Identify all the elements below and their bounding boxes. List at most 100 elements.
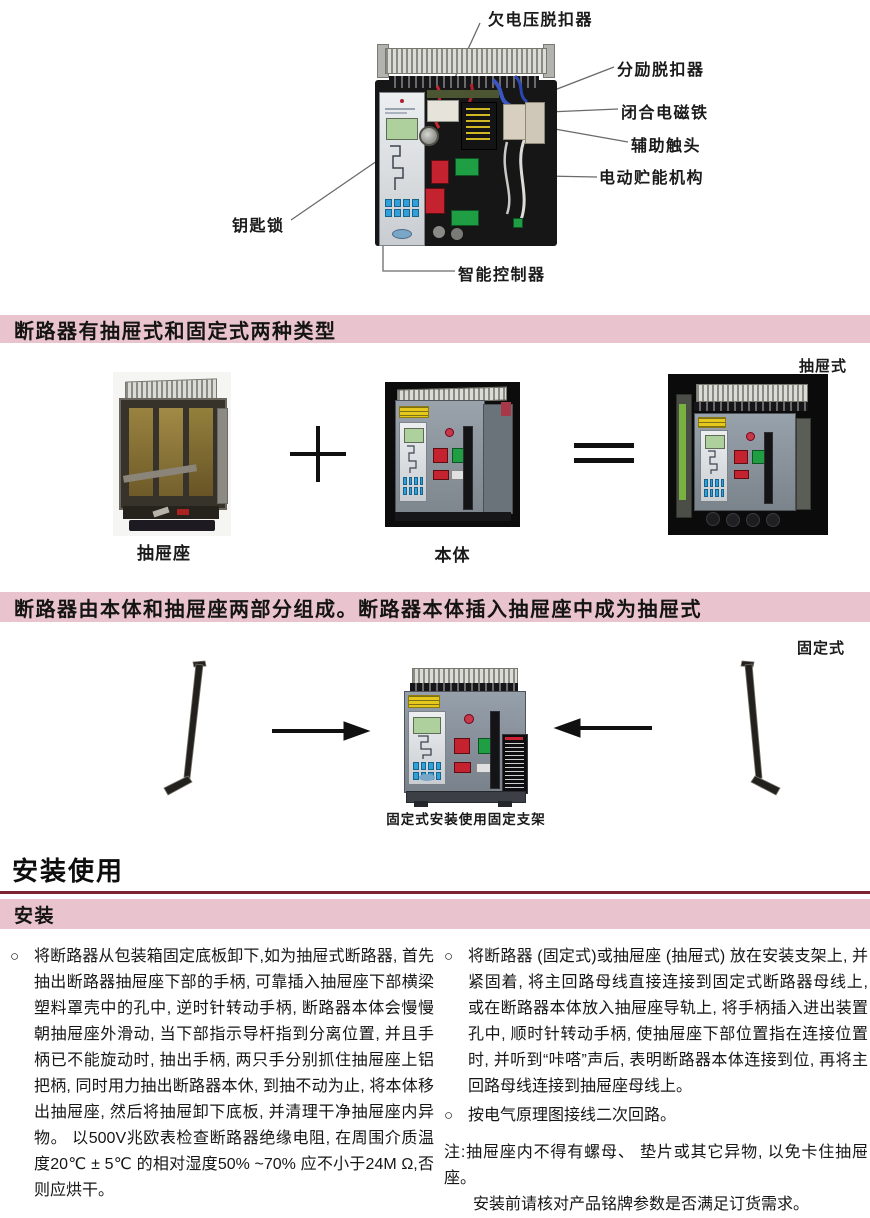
body-red-corner: [501, 402, 511, 416]
note-prefix: 注:: [444, 1144, 466, 1161]
body-controller-panel: [399, 422, 427, 502]
green-component: [455, 158, 479, 176]
fixed-caption: 固定式安装使用固定支架: [386, 812, 546, 827]
olive-bar: [427, 90, 499, 98]
section-divider: [0, 891, 870, 894]
reset-flag: [433, 470, 449, 480]
banner-breaker-types-text: 断路器有抽屉式和固定式两种类型: [14, 320, 337, 343]
warning-label: [698, 417, 726, 428]
open-button: [433, 448, 448, 463]
fixed-comb-strip: [412, 668, 518, 684]
red-indicator: [746, 432, 755, 441]
controller-panel: [379, 92, 425, 246]
breaker-body-caption: 本体: [434, 546, 471, 565]
red-indicator: [464, 714, 474, 724]
fixed-controller-panel: [408, 711, 446, 785]
handle-slot: [463, 426, 473, 510]
brand-logo: [392, 229, 412, 239]
handle-slot: [764, 432, 773, 504]
reset-flag: [454, 762, 471, 773]
controller-buttons: [385, 199, 419, 217]
note-line: 注:抽屉座内不得有螺母、 垫片或其它异物, 以免卡住抽屉座。: [444, 1140, 868, 1192]
note-line: 安装前请核对产品铭牌参数是否满足订货需求。: [473, 1196, 810, 1213]
seat-rail: [217, 408, 228, 504]
arrow-right-icon: [272, 721, 371, 741]
fixed-foot: [414, 801, 428, 807]
lcd-screen: [386, 118, 418, 140]
label-motor-energy-storage: 电动贮能机构: [599, 170, 705, 187]
drawer-comb-strip: [696, 384, 808, 402]
shunt-release-component: [461, 102, 497, 150]
banner-composition-text: 断路器由本体和抽屉座两部分组成。断路器本体插入抽屉座中成为抽屉式: [14, 598, 702, 621]
label-auxiliary-contact: 辅助触头: [631, 138, 702, 155]
terminal-hole-row: [389, 76, 539, 88]
bullet-circle-icon: ○: [444, 1107, 454, 1124]
drawer-bottom-roller: [726, 513, 740, 527]
seat-base: [129, 520, 215, 531]
fixed-type-label: 固定式: [797, 640, 846, 657]
drawer-right-rail: [796, 418, 811, 510]
fixed-base: [406, 791, 526, 803]
nameplate: [502, 734, 528, 794]
fixed-hole-row: [410, 683, 518, 691]
install-text-left-column: ○ 将断路器从包装箱固定底板卸下,如为抽屉式断路器, 首先抽出断路器抽屉座下部的…: [10, 944, 434, 1204]
label-undervoltage-release: 欠电压脱扣器: [488, 12, 594, 29]
install-step-text: 将断路器 (固定式)或抽屉座 (抽屉式) 放在安装支架上, 并紧固着, 将主回路…: [468, 948, 868, 1095]
equals-icon: [574, 443, 634, 448]
note-text: 抽屉座内不得有螺母、 垫片或其它异物, 以免卡住抽屉座。: [444, 1144, 868, 1187]
aux-contact-component: [525, 102, 545, 144]
label-intelligent-controller: 智能控制器: [458, 267, 546, 284]
seat-mech-row: [123, 506, 219, 519]
body-side-face: [483, 404, 513, 514]
drawer-type-photo: [668, 374, 828, 535]
list-item: ○ 将断路器 (固定式)或抽屉座 (抽屉式) 放在安装支架上, 并紧固着, 将主…: [444, 944, 868, 1100]
arrow-left-icon: [553, 718, 652, 738]
drawer-type-label: 抽屉式: [799, 358, 848, 375]
mechanism-roller: [451, 228, 463, 240]
banner-install: 安装: [0, 899, 870, 929]
fixed-foot: [498, 801, 512, 807]
list-item: ○ 按电气原理图接线二次回路。: [444, 1103, 868, 1129]
charge-indicator: [476, 763, 491, 773]
breaker-internal-photo: [375, 42, 557, 250]
red-indicator: [445, 428, 454, 437]
label-shunt-release: 分励脱扣器: [617, 62, 705, 79]
breaker-body-photo: [385, 382, 520, 527]
green-indicator: [513, 218, 523, 228]
install-step-text: 将断路器从包装箱固定底板卸下,如为抽屉式断路器, 首先抽出断路器抽屉座下部的手柄…: [34, 948, 434, 1199]
red-component: [431, 160, 449, 184]
banner-install-text: 安装: [14, 905, 56, 927]
drawer-hole-row: [694, 402, 808, 411]
handle-slot: [490, 711, 500, 789]
label-closing-electromagnet: 闭合电磁铁: [621, 105, 709, 122]
undervoltage-release-component: [427, 100, 459, 122]
warning-label: [408, 695, 440, 708]
drawer-controller-panel: [700, 430, 728, 502]
drawer-seat-photo: [113, 372, 231, 536]
brand-logo: [419, 774, 435, 781]
open-button: [454, 738, 470, 754]
equals-icon: [574, 458, 634, 463]
mounting-bracket-left: [163, 660, 207, 796]
fixed-breaker-photo: [398, 666, 532, 808]
key-lock-dial: [419, 126, 439, 146]
drawer-seat-caption: 抽屉座: [137, 544, 191, 563]
mounting-bracket-right: [740, 660, 781, 796]
drawer-bottom-roller: [766, 513, 780, 527]
banner-composition: 断路器由本体和抽屉座两部分组成。断路器本体插入抽屉座中成为抽屉式: [0, 592, 870, 622]
open-button: [734, 450, 748, 464]
page-title: 安装使用: [12, 856, 125, 886]
drawer-bottom-roller: [746, 513, 760, 527]
mechanism-roller: [433, 226, 445, 238]
trip-curve-trace: [390, 145, 404, 190]
plus-icon: [316, 426, 320, 482]
bullet-circle-icon: ○: [444, 948, 454, 965]
banner-breaker-types: 断路器有抽屉式和固定式两种类型: [0, 315, 870, 343]
install-step-text: 按电气原理图接线二次回路。: [468, 1107, 677, 1124]
drawer-green-strip: [679, 404, 686, 500]
drawer-bottom-roller: [706, 512, 720, 526]
reset-flag: [734, 470, 749, 479]
red-component: [425, 188, 445, 214]
terminal-comb-strip: [385, 48, 547, 74]
install-text-right-column: ○ 将断路器 (固定式)或抽屉座 (抽屉式) 放在安装支架上, 并紧固着, 将主…: [444, 944, 868, 1218]
